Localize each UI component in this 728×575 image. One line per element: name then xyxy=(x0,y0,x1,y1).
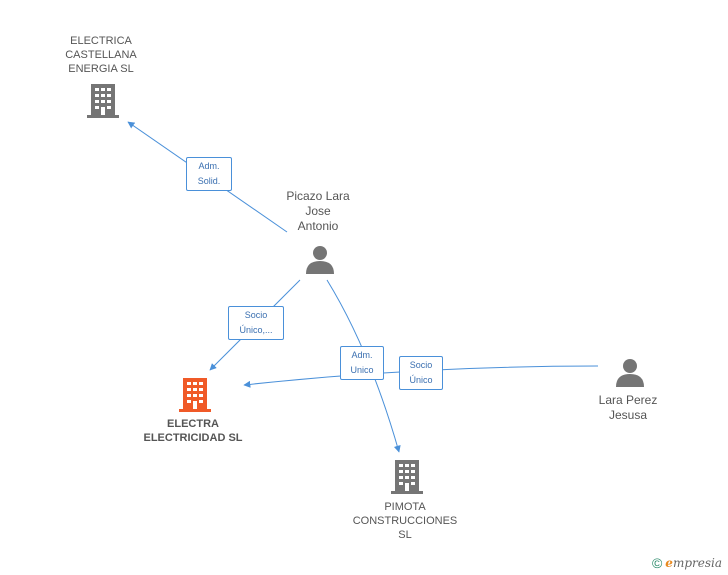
edge-label-socio-unico-picazo: Socio Único,... xyxy=(228,306,284,340)
building-icon[interactable] xyxy=(179,378,211,412)
edge-label-socio-unico-lara: Socio Único xyxy=(399,356,443,390)
person-icon[interactable] xyxy=(305,244,335,274)
node-label-electrica-castellana[interactable]: ELECTRICA CASTELLANA ENERGIA SL xyxy=(65,35,137,75)
brand-name-rest: mpresia xyxy=(672,556,722,570)
copyright-icon: © xyxy=(651,555,663,571)
node-label-pimota-construcciones[interactable]: PIMOTA CONSTRUCCIONES SL xyxy=(352,501,458,541)
person-icon[interactable] xyxy=(615,357,645,387)
edge-label-adm-solid: Adm. Solid. xyxy=(186,157,232,191)
edge-label-adm-unico: Adm. Unico xyxy=(340,346,384,380)
brand-first-letter: e xyxy=(665,556,673,570)
building-icon[interactable] xyxy=(391,460,423,494)
node-label-picazo-lara[interactable]: Picazo Lara Jose Antonio xyxy=(286,189,350,233)
empresia-logo[interactable]: © empresia xyxy=(652,555,722,571)
node-label-electra-electricidad[interactable]: ELECTRA ELECTRICIDAD SL xyxy=(143,418,243,444)
building-icon[interactable] xyxy=(87,84,119,118)
node-label-lara-perez[interactable]: Lara Perez Jesusa xyxy=(598,393,658,422)
